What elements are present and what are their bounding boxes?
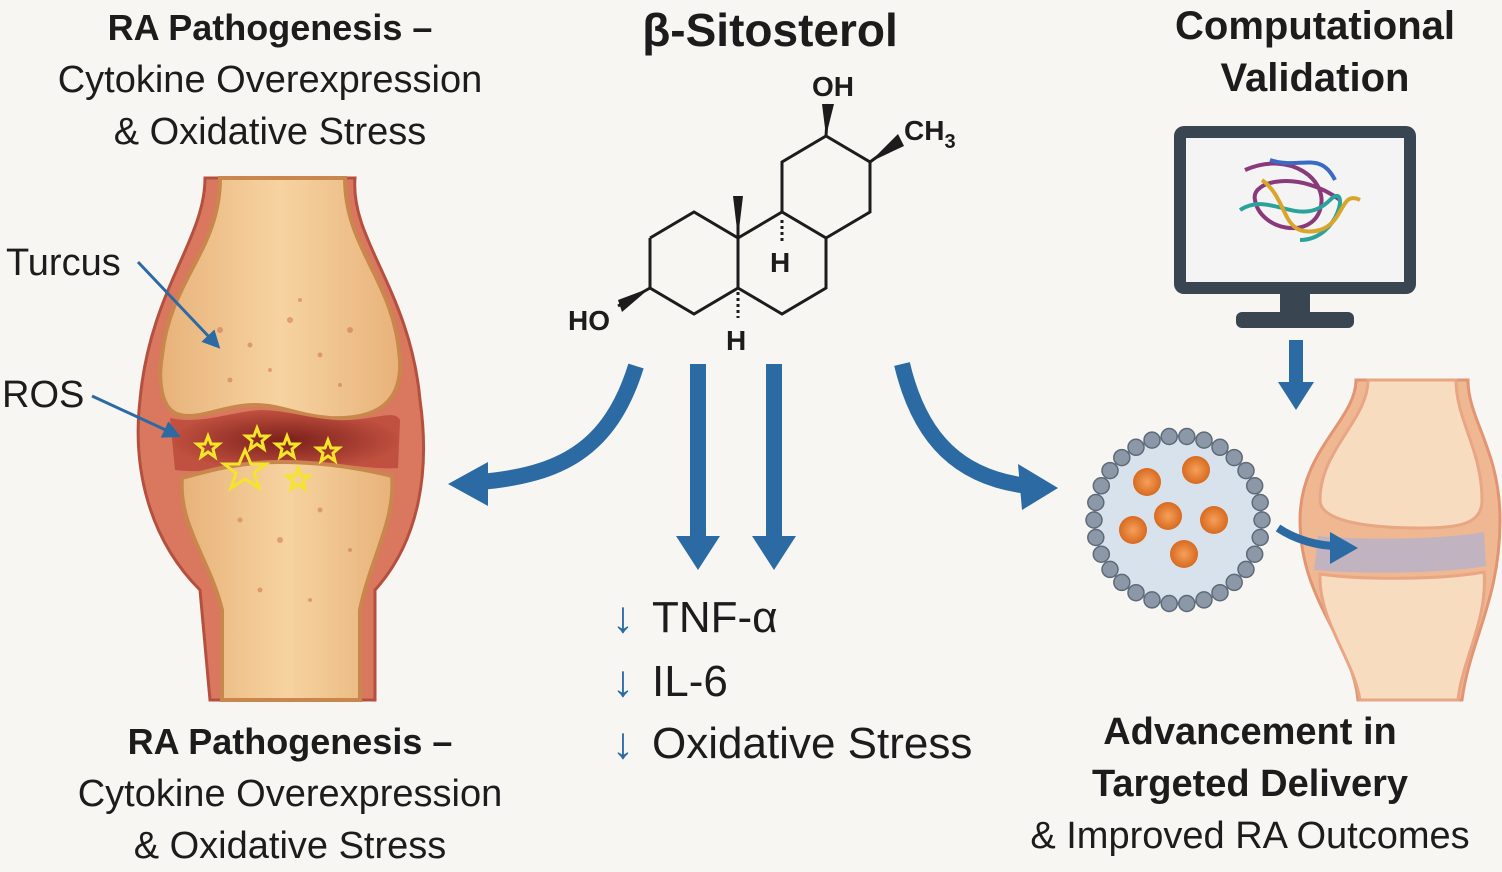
left-top-title: RA Pathogenesis – — [107, 7, 433, 48]
lipid-bead — [1085, 511, 1103, 529]
lipid-bead — [1127, 583, 1145, 602]
down-arrow-icon: ↓ — [612, 657, 634, 706]
comp-title-line-1: Computational — [1175, 4, 1455, 48]
advancement-heading: Advancement in Targeted Delivery & Impro… — [1000, 706, 1500, 862]
wedge-oh — [822, 104, 834, 136]
lipid-bead — [1251, 528, 1269, 547]
ros-star-2 — [241, 423, 273, 453]
beta-sitosterol-structure — [617, 103, 901, 318]
arrow-to-nanoparticle — [894, 362, 1029, 494]
ros-star-6 — [282, 463, 314, 493]
lipid-bead — [1160, 594, 1178, 613]
lipid-bead — [1101, 461, 1119, 480]
lipid-bead — [1178, 594, 1196, 613]
ros-stars — [192, 423, 344, 493]
lipid-bead — [1127, 438, 1145, 457]
turcus-pointer — [136, 260, 221, 349]
lipid-bead — [1225, 573, 1243, 592]
adv-title-line-1: Advancement in — [1103, 711, 1397, 753]
computer-monitor-icon — [1174, 126, 1416, 328]
ho-label: HO — [568, 305, 610, 336]
effect-tnf-alpha: ↓ TNF-α — [612, 592, 778, 644]
lipid-bead — [1101, 560, 1119, 579]
lipid-bead — [1160, 427, 1178, 446]
inflamed-joint-illustration — [136, 176, 425, 702]
oh-label: OH — [812, 71, 854, 102]
adv-title-line-3: & Improved RA Outcomes — [1030, 815, 1470, 857]
lipid-bead — [1237, 461, 1255, 480]
nanoparticle-icon — [1085, 427, 1271, 613]
left-top-subtitle-1: Cytokine Overexpression — [57, 59, 483, 101]
lipid-bead — [1245, 477, 1264, 495]
arrow-to-joint — [479, 363, 644, 490]
lipid-bead — [1253, 511, 1271, 529]
ros-star-3 — [271, 431, 303, 461]
lipid-bead — [1251, 493, 1269, 512]
comp-title-line-2: Validation — [1220, 56, 1410, 100]
lipid-bead — [1211, 583, 1229, 602]
effect-label: IL-6 — [652, 657, 728, 706]
lipid-bead — [1087, 493, 1105, 512]
wedge-ch3 — [870, 134, 904, 162]
down-arrow-icon: ↓ — [612, 593, 634, 642]
ros-star-5 — [312, 435, 344, 465]
upper-bone — [158, 176, 403, 421]
effect-label: Oxidative Stress — [652, 719, 973, 768]
effect-il-6: ↓ IL-6 — [612, 656, 728, 708]
effect-label: TNF-α — [652, 593, 778, 642]
pathway-arrows — [479, 362, 1029, 540]
lipid-bead — [1225, 448, 1243, 467]
lipid-bead — [1237, 560, 1255, 579]
lipid-bead — [1178, 427, 1196, 446]
lipid-bead — [1143, 431, 1161, 449]
down-arrow-icon: ↓ — [612, 719, 634, 768]
ros-star-1 — [192, 431, 224, 461]
lipid-bead — [1195, 591, 1213, 609]
wedge-ho — [618, 288, 650, 312]
lipid-bead — [1195, 431, 1213, 449]
lipid-bead — [1113, 573, 1131, 592]
ch3-label: CH3 — [904, 115, 956, 153]
left-bottom-subtitle-2: & Oxidative Stress — [133, 825, 447, 867]
molecule-title: β-Sitosterol — [642, 4, 898, 56]
lipid-bead — [1113, 448, 1131, 467]
lipid-bead — [1143, 591, 1161, 609]
turcus-label: Turcus — [6, 242, 121, 284]
lipid-bead — [1087, 528, 1105, 547]
adv-title-line-2: Targeted Delivery — [1091, 763, 1409, 805]
ros-pointer — [91, 394, 181, 438]
ros-label: ROS — [2, 374, 85, 416]
computational-validation-heading: Computational Validation — [1140, 0, 1490, 104]
left-top-heading: RA Pathogenesis – Cytokine Overexpressio… — [10, 2, 530, 158]
ros-star-4 — [219, 446, 271, 492]
lipid-bead — [1092, 545, 1111, 563]
lipid-bead — [1211, 438, 1229, 457]
wedge-methyl — [733, 196, 743, 238]
healthy-joint-illustration — [1298, 378, 1502, 702]
left-bottom-title: RA Pathogenesis – — [127, 721, 453, 762]
lipid-bead — [1092, 477, 1111, 495]
h-mid-label: H — [770, 247, 790, 278]
left-bottom-subtitle-1: Cytokine Overexpression — [77, 773, 503, 815]
lipid-bead — [1245, 545, 1264, 563]
left-bottom-heading: RA Pathogenesis – Cytokine Overexpressio… — [20, 716, 560, 872]
left-top-subtitle-2: & Oxidative Stress — [113, 111, 427, 153]
h-bottom-label: H — [726, 325, 746, 356]
effect-oxidative-stress: ↓ Oxidative Stress — [612, 718, 972, 770]
protein-structure-icon — [1238, 158, 1361, 242]
